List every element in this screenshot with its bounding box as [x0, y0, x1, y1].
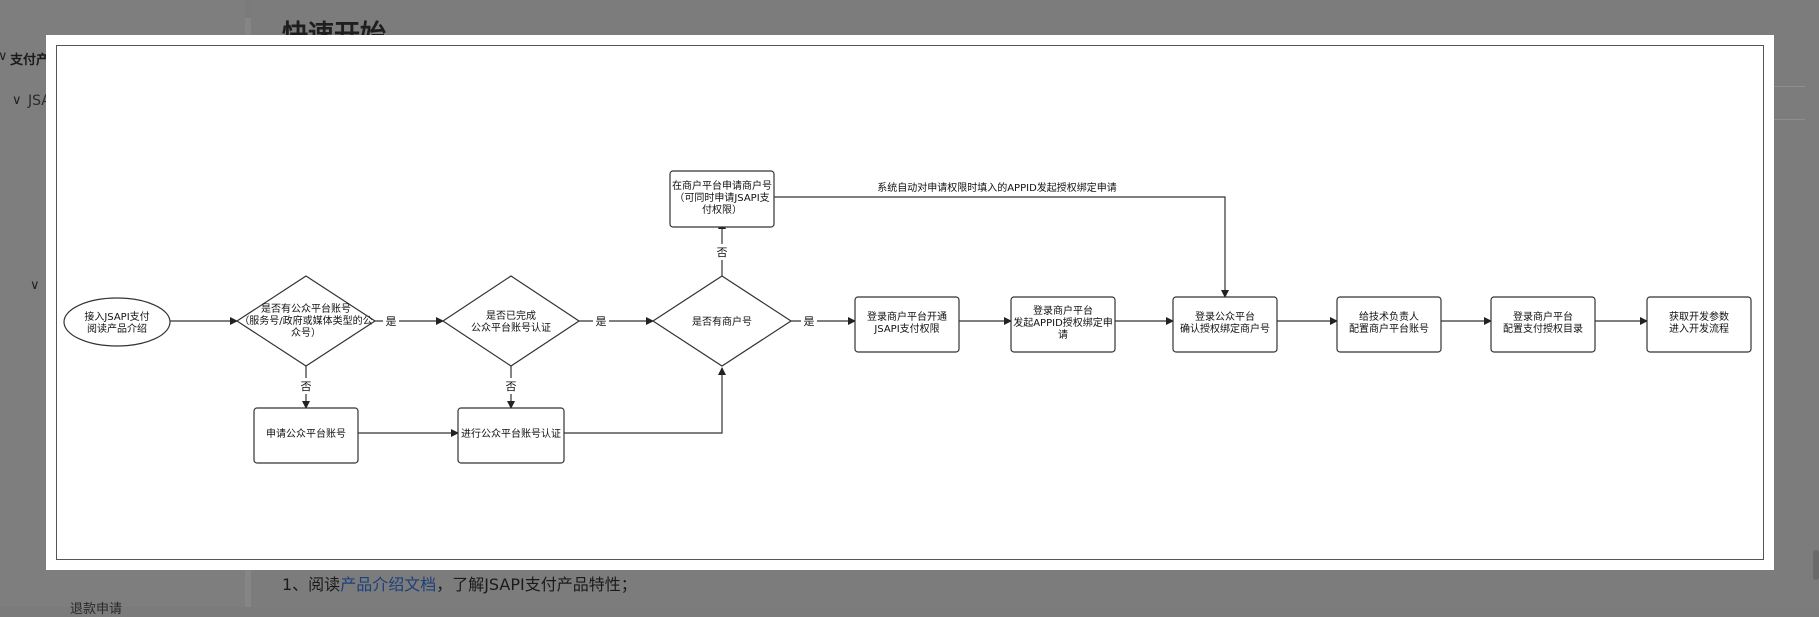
edge-label-yes: 是 [596, 315, 607, 328]
svg-text:接入JSAPI支付阅读产品介绍: 接入JSAPI支付阅读产品介绍 [84, 310, 149, 335]
svg-text:获取开发参数进入开发流程: 获取开发参数进入开发流程 [1669, 310, 1729, 335]
svg-text:给技术负责人配置商户平台账号: 给技术负责人配置商户平台账号 [1349, 310, 1429, 335]
node-line: 进入开发流程 [1669, 322, 1729, 335]
chevron-down-icon: ∨ [30, 278, 40, 293]
product-intro-link[interactable]: 产品介绍文档 [340, 575, 437, 594]
sidebar-item-pay-product[interactable]: 支付产 [10, 53, 50, 68]
svg-text:登录公众平台确认授权绑定商户号: 登录公众平台确认授权绑定商户号 [1180, 310, 1270, 335]
node-decision-line: 是否已完成 [486, 309, 536, 322]
node-line: （可同时申请JSAPI支 [674, 191, 769, 204]
node-line: 确认授权绑定商户号 [1180, 322, 1270, 335]
node-appid-bind-request [1010, 296, 1116, 353]
node-start-line: 接入JSAPI支付 [84, 310, 149, 323]
node-decision-line: 公众平台账号认证 [471, 321, 551, 334]
node-decision-verified [441, 275, 581, 367]
node-decision-has-merchant [651, 275, 793, 367]
node-line: 登录商户平台 [1513, 310, 1573, 323]
node-line: 发起APPID授权绑定申 [1013, 316, 1113, 329]
paragraph-suffix: ，了解JSAPI支付产品特性； [436, 575, 637, 594]
node-config-account [1336, 296, 1442, 353]
node-get-dev-params [1646, 296, 1752, 353]
image-lightbox: 是 是 是 否 否 否 系统自动对申请权限时填入的APPID发起授权绑定申请 接… [46, 35, 1774, 570]
node-decision-has-mp [235, 275, 377, 367]
flowchart: 是 是 是 否 否 否 系统自动对申请权限时填入的APPID发起授权绑定申请 接… [63, 170, 1752, 464]
paragraph-prefix: 1、阅读 [282, 575, 341, 594]
chevron-down-icon: ∨ [12, 93, 22, 108]
chevron-down-icon: ∨ [0, 49, 8, 64]
node-line: 获取开发参数 [1669, 310, 1729, 323]
auto-bind-note: 系统自动对申请权限时填入的APPID发起授权绑定申请 [877, 181, 1117, 194]
node-start-line: 阅读产品介绍 [87, 322, 147, 335]
node-line: JSAPI支付权限 [873, 322, 939, 335]
node-start [63, 297, 171, 347]
edge-label-yes: 是 [386, 315, 397, 328]
node-line: 申请公众平台账号 [266, 427, 346, 440]
node-line: 登录公众平台 [1195, 310, 1255, 323]
node-line: 进行公众平台账号认证 [461, 427, 561, 440]
node-line: 请 [1058, 328, 1068, 341]
edge-label-yes: 是 [804, 315, 815, 328]
flowchart-frame: 是 是 是 否 否 否 系统自动对申请权限时填入的APPID发起授权绑定申请 接… [56, 45, 1764, 560]
node-config-auth-dir [1490, 296, 1596, 353]
svg-text:是否有公众平台账号（服务号/政府或媒体类型的公众号）: 是否有公众平台账号（服务号/政府或媒体类型的公众号） [239, 302, 372, 339]
node-line: 配置支付授权目录 [1503, 322, 1583, 335]
node-line: 给技术负责人 [1359, 310, 1419, 323]
svg-text:登录商户平台发起APPID授权绑定申请: 登录商户平台发起APPID授权绑定申请 [1013, 304, 1113, 341]
svg-text:登录商户平台配置支付授权目录: 登录商户平台配置支付授权目录 [1503, 310, 1583, 335]
node-verify-mp [457, 407, 565, 464]
node-decision-line: 是否有公众平台账号 [261, 302, 351, 315]
edge-merchant-s3 [774, 196, 1229, 298]
node-line: 在商户平台申请商户号 [672, 179, 772, 192]
node-decision-line: （服务号/政府或媒体类型的公 [239, 314, 372, 327]
svg-text:在商户平台申请商户号（可同时申请JSAPI支付权限）: 在商户平台申请商户号（可同时申请JSAPI支付权限） [672, 179, 772, 216]
edge-label-no: 否 [301, 380, 312, 393]
node-apply-merchant [669, 170, 775, 228]
node-confirm-bind [1172, 296, 1278, 353]
sidebar-item-refund[interactable]: 退款申请 [70, 602, 123, 617]
node-decision-line: 众号） [291, 327, 321, 339]
node-line: 配置商户平台账号 [1349, 322, 1429, 335]
scrollbar[interactable] [1813, 550, 1819, 580]
intro-paragraph: 1、阅读产品介绍文档，了解JSAPI支付产品特性； [282, 571, 637, 595]
node-line: 登录商户平台 [1033, 304, 1093, 317]
svg-text:是否已完成公众平台账号认证: 是否已完成公众平台账号认证 [471, 309, 551, 334]
node-open-jsapi [854, 296, 960, 353]
node-line: 登录商户平台开通 [867, 310, 947, 323]
node-decision-line: 是否有商户号 [692, 315, 752, 328]
edge-label-no: 否 [717, 246, 728, 259]
node-apply-mp [253, 407, 359, 464]
sidebar-item-jsapi[interactable]: JSA [28, 93, 51, 109]
edge-verify-d3 [564, 367, 726, 434]
node-line: 付权限） [702, 203, 742, 216]
edge-label-no: 否 [506, 380, 517, 393]
